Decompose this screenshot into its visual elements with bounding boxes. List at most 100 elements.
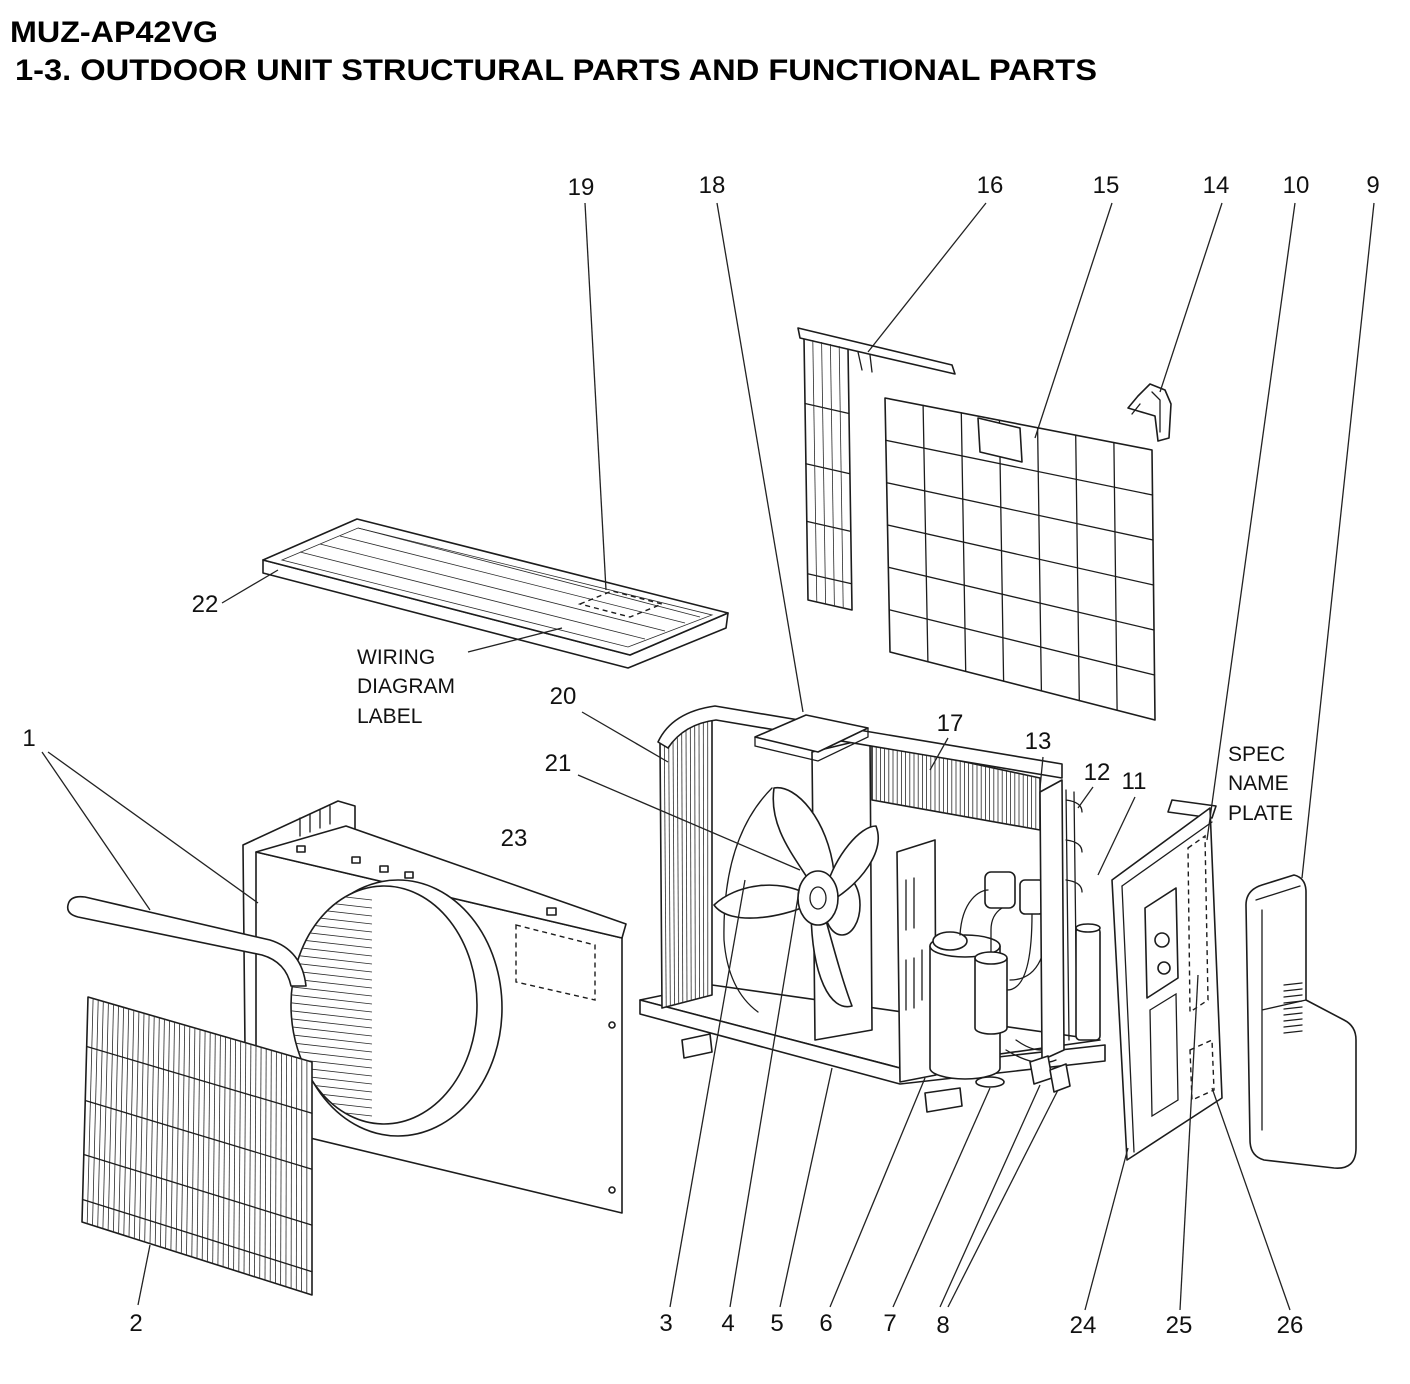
bracket-inner-rail (812, 339, 818, 603)
coil-fin (689, 725, 692, 1001)
fan-guard-bar (217, 1035, 221, 1266)
rear-guard (884, 397, 1156, 721)
wiring-label-line-3: LABEL (357, 705, 422, 728)
fan-guard-bar (280, 1053, 282, 1286)
rear-guard-grid-line (888, 609, 1156, 676)
accumulator-body (974, 958, 1008, 1035)
bracket-hook (857, 351, 873, 373)
lower-label-outline (1189, 1038, 1215, 1102)
vent-slot (1283, 1000, 1303, 1004)
coil-fin (672, 734, 675, 1005)
vent-slot (1283, 982, 1303, 986)
callout-13: 13 (1025, 728, 1052, 755)
callout-11: 11 (1122, 768, 1147, 795)
fan-guard-bar (248, 1044, 252, 1276)
bracket-frame (803, 337, 853, 611)
bracket-inner-rail (821, 341, 826, 605)
spec-label-line-1: SPEC (1228, 743, 1285, 766)
wiring-label-outline (577, 590, 665, 618)
base-foot-left (681, 1033, 713, 1059)
fan-guard-bar (238, 1041, 242, 1272)
rear-guard-grid-line (886, 482, 1154, 541)
callout-7: 7 (883, 1310, 896, 1337)
opening-slat (291, 1001, 373, 1013)
leader-line-2 (137, 1244, 151, 1306)
leader-line-3 (669, 879, 746, 1308)
top-panel-surface (262, 518, 729, 656)
fan-guard-bar (196, 1029, 201, 1259)
side-guard-bracket (797, 327, 956, 611)
leader-line-21 (577, 774, 801, 871)
leader-line-18 (716, 202, 804, 713)
screw-hole (608, 1186, 616, 1194)
fan-guard-bar (264, 1048, 267, 1281)
coil-fin (694, 723, 696, 1000)
side-panel-cutout (1149, 992, 1179, 1118)
leader-line-10 (1206, 202, 1296, 841)
fan-guard-bar (186, 1026, 191, 1256)
bracket-rungs (804, 339, 853, 609)
fan-guard-bar (243, 1042, 247, 1274)
callout-10: 10 (1283, 172, 1310, 199)
opening-slat (291, 993, 373, 1005)
opening-slat (291, 1033, 373, 1045)
leader-line-1a (41, 751, 151, 911)
vent-slot (1283, 1012, 1303, 1016)
fan-guard-bar (285, 1054, 287, 1287)
coil-return-bends (1065, 789, 1083, 1041)
callout-15: 15 (1093, 172, 1120, 199)
leader-line-17 (929, 737, 949, 771)
fan-guard-bar (274, 1051, 277, 1284)
fan-blade-right (825, 825, 879, 899)
leader-line-26 (1211, 1087, 1291, 1311)
refrigerant-pipes (959, 889, 1057, 1064)
leader-line-13 (1039, 756, 1044, 789)
callout-3: 3 (659, 1310, 672, 1337)
coil-fin (698, 720, 700, 999)
opening-slat (291, 1017, 373, 1029)
callout-21: 21 (545, 750, 572, 777)
fan-guard-bar (228, 1038, 231, 1269)
fan-guard-bar (113, 1005, 119, 1233)
spec-name-plate-outline (1187, 834, 1209, 1014)
lip-hole (296, 845, 306, 853)
fan-guard-bar (149, 1016, 155, 1244)
fan-guard-bar (118, 1007, 124, 1234)
leader-line-6 (829, 1077, 926, 1308)
fan-guard-bar (233, 1039, 236, 1271)
fan-guard-bar (123, 1008, 130, 1236)
leader-line-15 (1034, 202, 1113, 439)
fan-guard-bar (254, 1045, 257, 1277)
callout-17: 17 (937, 710, 964, 737)
fan-guard-bar (139, 1013, 145, 1241)
wiring-diagram-label-text: WIRING DIAGRAM LABEL (357, 646, 455, 728)
small-bracket (1127, 383, 1172, 442)
capacitor (1075, 927, 1101, 1041)
callout-23: 23 (501, 825, 528, 852)
vent-slot (1283, 994, 1303, 998)
callout-4: 4 (721, 1310, 734, 1337)
side-panel (1111, 799, 1223, 1161)
fan-guard-bar (128, 1010, 135, 1237)
leader-line-9 (1301, 202, 1375, 879)
leader-line-5 (779, 1067, 833, 1308)
rear-guard-grid-line (887, 566, 1155, 631)
service-valve-a (1029, 1055, 1053, 1085)
opening-slat (291, 1041, 373, 1053)
callout-12: 12 (1084, 759, 1111, 786)
capacitor-top (1075, 923, 1101, 933)
fan-guard-bar (102, 1002, 109, 1229)
spec-label-line-2: NAME (1228, 772, 1289, 795)
bracket-detail (1131, 391, 1161, 433)
model-number: MUZ-AP42VG (10, 16, 218, 49)
leader-line-11 (1097, 796, 1136, 876)
bracket-inner-rail (838, 345, 844, 609)
fan-guard-rib (84, 1099, 313, 1170)
callout-9: 9 (1366, 172, 1379, 199)
opening-slat (291, 1009, 373, 1021)
fan-blade-lower (810, 905, 853, 1008)
leader-line-24 (1084, 1147, 1129, 1311)
fan-guard-bar (165, 1020, 170, 1249)
leader-line-16 (867, 202, 987, 353)
